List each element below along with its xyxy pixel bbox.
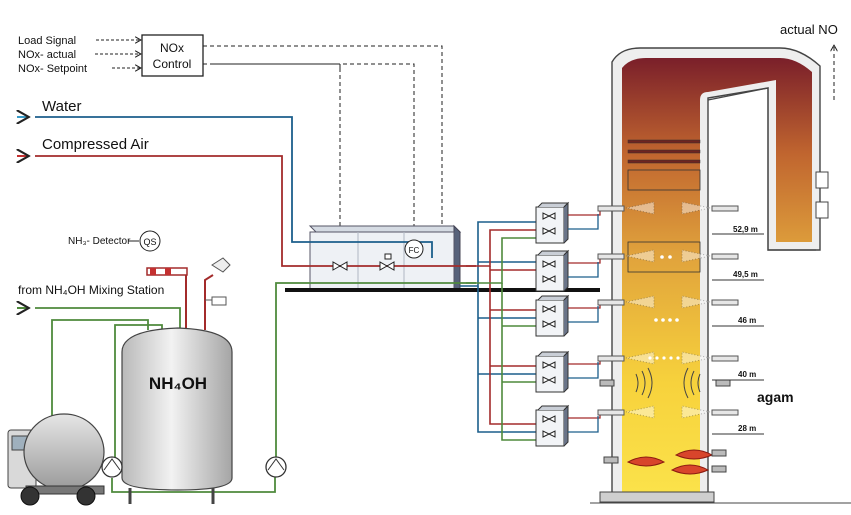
level-gauge (211, 296, 227, 306)
nox-control-subtitle: Control (153, 57, 192, 71)
flow-controller-icon (404, 239, 424, 259)
water-label: Water (42, 98, 81, 115)
valve-box (535, 350, 570, 393)
nox-control-title: NOx (160, 41, 184, 55)
nh4oh-tank: NH₄OH (121, 327, 233, 504)
actual-nox-label: actual NO (780, 22, 838, 37)
tank-label: NH₄OH (149, 374, 207, 393)
control-block: Load Signal NOx- actual NOx- Setpoint NO… (18, 34, 443, 262)
injector-level (597, 295, 739, 322)
tanker-truck (7, 413, 105, 506)
nox-setpoint-label: NOx- Setpoint (18, 63, 87, 75)
burner-flame-icon (670, 464, 710, 475)
valve-box (535, 201, 570, 244)
load-signal-label: Load Signal (18, 35, 76, 47)
injector-level (597, 405, 739, 419)
distribution-pipes (460, 221, 536, 441)
burner-flame-icon (626, 456, 666, 467)
air-pipe (35, 155, 306, 267)
pumps (101, 456, 287, 478)
injector-level (597, 351, 739, 399)
nh3-detector-label: NH₃- Detector (68, 236, 131, 247)
level-label: 40 m (738, 370, 756, 379)
level-label: 28 m (738, 424, 756, 433)
valve-box (535, 404, 570, 447)
water-pipe (35, 116, 306, 243)
svg-text:QS: QS (143, 237, 156, 247)
outlet-signal: actual NO (780, 22, 838, 100)
inlets: Water Compressed Air from NH₄OH Mixing S… (17, 98, 306, 308)
injection-levels (597, 201, 739, 419)
pump-icon (101, 456, 123, 478)
furnace (590, 47, 851, 504)
valve-rack: FC (285, 224, 600, 292)
level-label: 52,9 m (733, 225, 758, 234)
mixing-station-label: from NH₄OH Mixing Station (18, 283, 164, 297)
valve-icon (332, 261, 348, 271)
nh3-detector: NH₃- Detector QS (68, 230, 161, 252)
tank-instruments (146, 257, 231, 330)
level-label: 49,5 m (733, 270, 758, 279)
qs-instrument-icon (139, 230, 161, 252)
signal-line (203, 63, 415, 232)
svg-text:FC: FC (409, 246, 420, 255)
compressed-air-label: Compressed Air (42, 136, 149, 153)
brand-label: agam (757, 389, 794, 405)
valve-boxes (535, 201, 601, 447)
signal-line (214, 63, 341, 68)
injector-level (597, 201, 739, 215)
nox-control-box (141, 34, 204, 77)
injector-level (597, 249, 739, 263)
valve-box (535, 249, 570, 292)
level-label: 46 m (738, 316, 756, 325)
signal-line (203, 45, 443, 238)
valve-icon (379, 261, 395, 271)
valve-box (535, 294, 570, 337)
level-markers: 52,9 m 49,5 m 46 m 40 m 28 m (712, 225, 764, 435)
pump-icon (265, 456, 287, 478)
relief-valve-icon (211, 257, 231, 273)
nox-actual-label: NOx- actual (18, 49, 76, 61)
